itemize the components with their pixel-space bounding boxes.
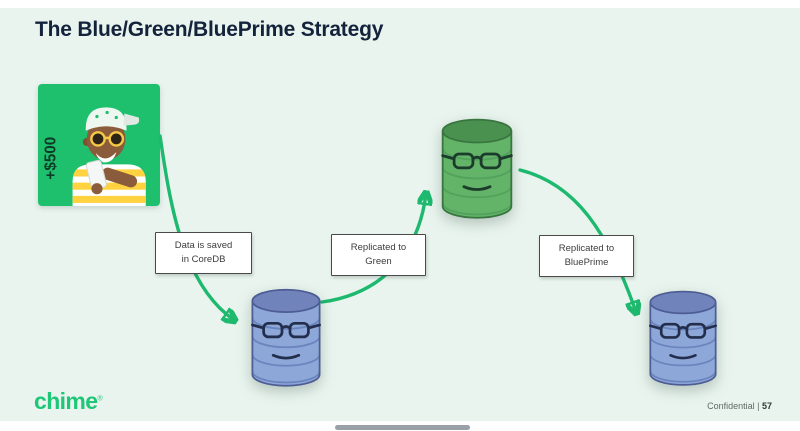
page-number: 57 — [761, 401, 772, 411]
confidential-label: Confidential — [707, 401, 755, 411]
green-database-icon — [436, 118, 518, 221]
step-label-green: Replicated to Green — [331, 234, 426, 276]
step-label-line1: Replicated to — [350, 242, 407, 253]
step-label-line2: in CoreDB — [181, 253, 226, 265]
cash-badge-text: +$500 — [42, 137, 59, 180]
horizontal-scrollbar[interactable] — [335, 425, 470, 430]
chime-member-illustration: +$500 — [38, 84, 160, 206]
footer-separator: | — [757, 401, 760, 411]
step-label-line1: Data is saved — [174, 240, 233, 251]
step-label-line2: Green — [365, 255, 392, 267]
blueprime-database-icon — [644, 290, 722, 388]
chime-logo: chime® — [34, 388, 103, 415]
blue-database-icon — [246, 288, 326, 389]
confidential-footer: Confidential | 57 — [707, 401, 772, 411]
slide-title: The Blue/Green/BluePrime Strategy — [35, 18, 384, 41]
chime-logo-text: chime — [34, 388, 98, 414]
member-illustration-art: +$500 — [38, 84, 160, 206]
registered-mark: ® — [97, 395, 103, 403]
arrow-member-to-coredb — [158, 134, 234, 320]
step-label-line1: Replicated to — [558, 243, 615, 254]
step-label-line2: BluePrime — [564, 256, 609, 268]
database-face — [649, 322, 717, 360]
database-face — [441, 152, 513, 191]
database-face — [251, 321, 321, 360]
step-label-blueprime: Replicated to BluePrime — [539, 235, 634, 277]
slide-canvas: The Blue/Green/BluePrime Strategy +$500 — [0, 8, 800, 421]
step-label-coredb: Data is saved in CoreDB — [155, 232, 252, 274]
